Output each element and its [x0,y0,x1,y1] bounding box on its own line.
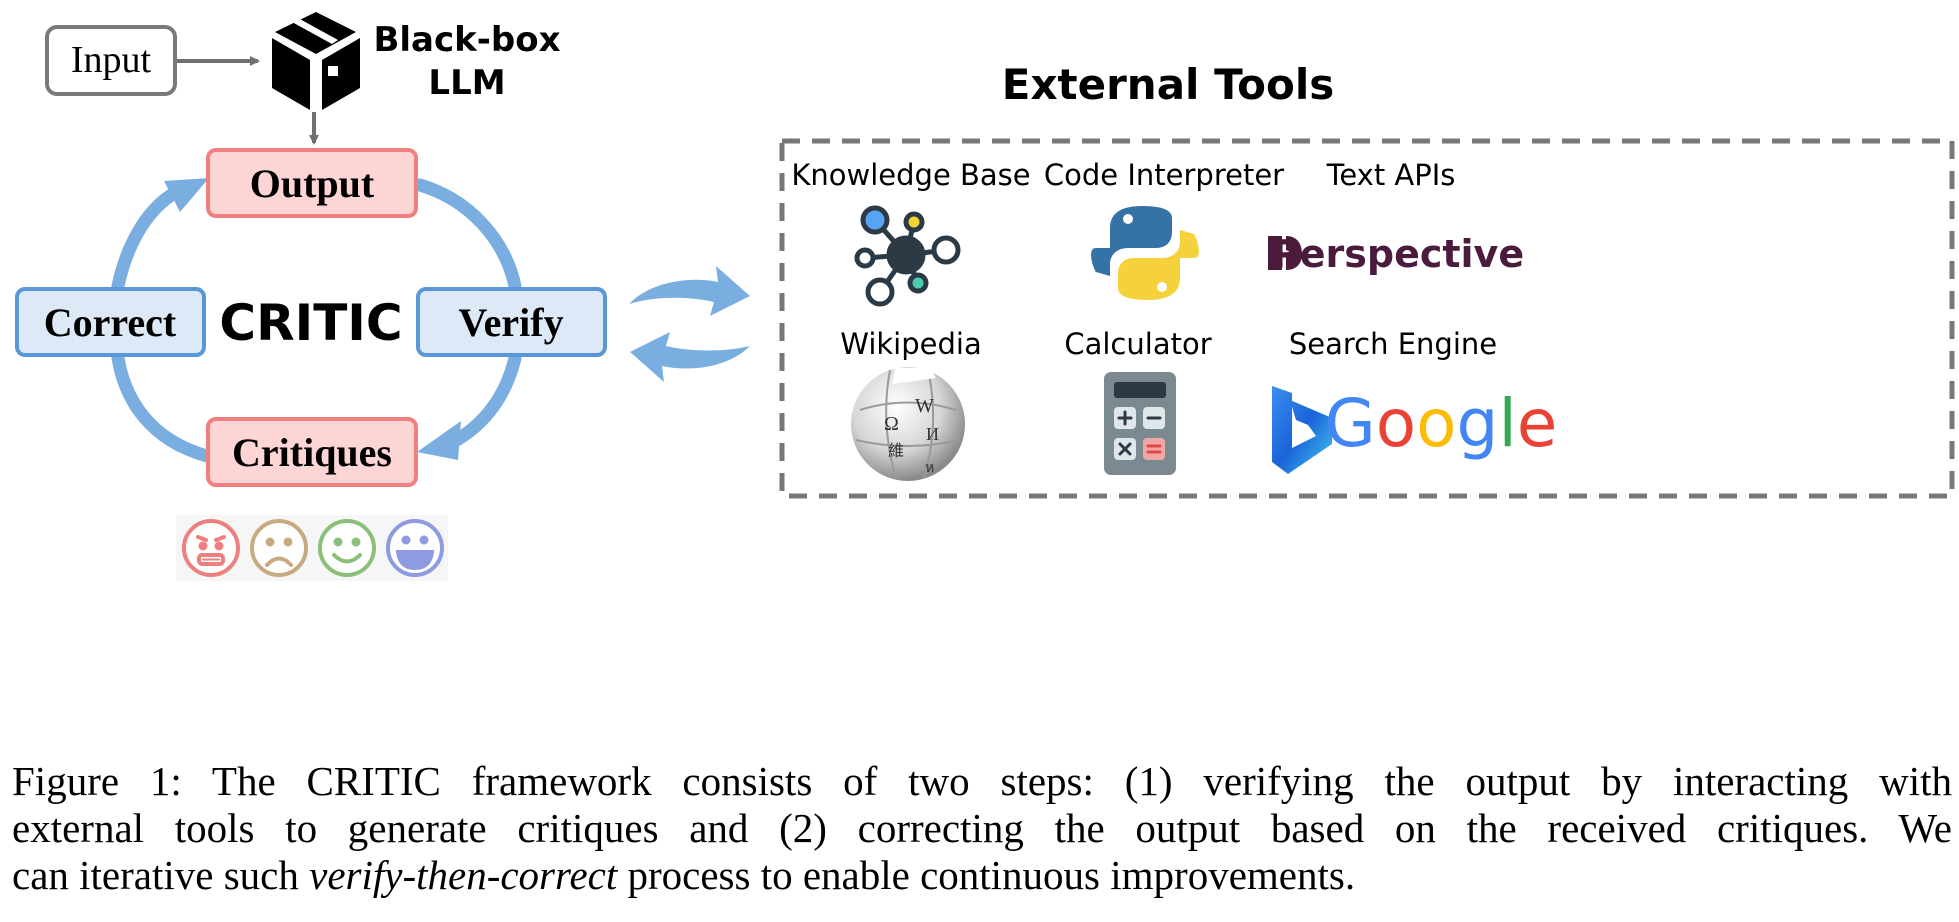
search-engine-label: Search Engine [1289,327,1497,361]
knowledge-graph-icon [854,205,961,307]
calculator-icon [1104,372,1176,475]
svg-text:W: W [915,395,934,417]
black-box-icon [272,12,360,110]
frowning-face-icon [250,519,308,577]
svg-text:ห: ห [925,461,934,476]
output-node: Output [206,148,418,218]
grinning-face-icon [386,519,444,577]
critiques-label: Critiques [232,430,392,475]
external-tools-title: External Tools [1002,60,1335,109]
text-apis-label: Text APIs [1326,158,1456,192]
perspective-wordmark: Perspective [1272,232,1524,276]
critiques-node: Critiques [206,417,418,487]
slightly-smiling-face-icon [318,519,376,577]
knowledge-base-label: Knowledge Base [791,158,1030,192]
figure-caption: Figure 1: The CRITIC framework consists … [12,758,1952,899]
caption-line-3-pre: can iterative such [12,852,310,898]
external-tools-box [779,138,1955,499]
verify-node: Verify [416,287,607,357]
anxious-face-icon [182,519,240,577]
code-interpreter-label: Code Interpreter [1044,158,1284,192]
exchange-arrows-icon [629,266,750,382]
correct-node: Correct [15,287,206,357]
verify-label: Verify [458,300,563,345]
correct-label: Correct [44,300,177,345]
output-label: Output [250,161,375,206]
llm-label-line1: Black-box [373,20,560,60]
cycle-arrowheads [164,178,461,460]
caption-emphasis: verify-then-correct [309,852,618,898]
caption-line-3: can iterative such verify-then-correct p… [12,852,1952,899]
emoji-row [176,515,448,581]
llm-label-line2: LLM [428,63,505,103]
caption-line-2: external tools to generate critiques and… [12,805,1952,851]
input-node: Input [45,25,177,96]
caption-line-3-post: process to enable continuous improvement… [617,852,1356,898]
wikipedia-globe-icon: Ω W И 維 ห [851,367,965,481]
svg-text:И: И [926,424,939,444]
critic-title: CRITIC [219,294,402,352]
critic-diagram: Input Black-box LLM Output Correct Verif… [15,12,1955,581]
input-label: Input [71,39,152,81]
caption-line-1: Figure 1: The CRITIC framework consists … [12,758,1952,804]
svg-text:維: 維 [888,442,904,460]
google-logo-icon: Google [1325,385,1558,462]
wikipedia-label: Wikipedia [840,327,981,361]
bing-logo-icon [1272,386,1332,474]
python-icon [1091,206,1199,300]
svg-text:Ω: Ω [884,413,899,435]
perspective-logo: Perspective [1268,232,1524,276]
calculator-label: Calculator [1064,327,1211,361]
